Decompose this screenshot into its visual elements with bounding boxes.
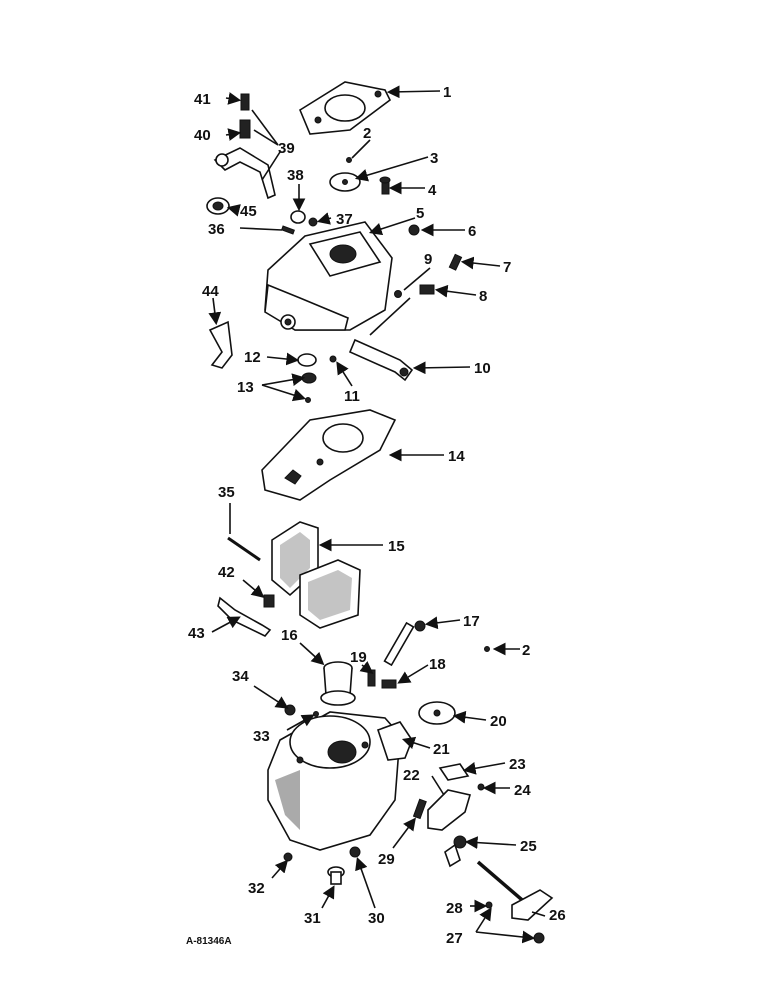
- callout-31: 31: [304, 910, 321, 927]
- callout-6: 6: [468, 223, 476, 240]
- callout-34: 34: [232, 668, 249, 685]
- callout-22: 22: [403, 767, 420, 784]
- part-24-screw: [477, 783, 485, 791]
- callout-15: 15: [388, 538, 405, 555]
- part-18-spring: [381, 679, 397, 689]
- callout-2: 2: [363, 125, 371, 142]
- leader-lines: [208, 85, 546, 944]
- part-35-shaft: [227, 536, 261, 562]
- callout-19: 19: [350, 649, 367, 666]
- part-21-float-bowl: [267, 711, 413, 851]
- part-29-spring: [412, 798, 427, 820]
- part-39-41-linkage: [213, 93, 276, 200]
- callout-27: 27: [446, 930, 463, 947]
- callout-1: 1: [443, 84, 451, 101]
- callout-12: 12: [244, 349, 261, 366]
- callout-8: 8: [479, 288, 487, 305]
- part-2-pin: [346, 157, 352, 163]
- callout-18: 18: [429, 656, 446, 673]
- callout-45: 45: [240, 203, 257, 220]
- callout-labels: 1 2 3 4 5 6 7 8 9 10 11 12 13 14 15 16 1…: [186, 84, 566, 947]
- part-10-needle: [348, 338, 414, 382]
- callout-4: 4: [428, 182, 437, 199]
- part-42-bushing: [263, 594, 275, 608]
- part-6-plug: [408, 224, 420, 236]
- part-12-gasket: [297, 353, 317, 367]
- callout-24: 24: [514, 782, 531, 799]
- part-20-disc: [418, 701, 456, 725]
- part-30-plug: [349, 846, 361, 858]
- part-16-venturi: [320, 661, 356, 706]
- part-38-bushing: [290, 210, 306, 224]
- callout-41: 41: [194, 91, 211, 108]
- callout-44: 44: [202, 283, 219, 300]
- callout-32: 32: [248, 880, 265, 897]
- part-31-drain: [327, 866, 345, 885]
- part-5-throttle-body: [264, 221, 393, 331]
- callout-26: 26: [549, 907, 566, 924]
- part-33-ball: [313, 711, 319, 717]
- callout-37: 37: [336, 211, 353, 228]
- part-2-pin-lower: [484, 646, 490, 652]
- part-15-float: [271, 521, 361, 629]
- callout-39: 39: [278, 140, 295, 157]
- callout-10: 10: [474, 360, 491, 377]
- part-4-screw: [379, 176, 391, 195]
- callout-40: 40: [194, 127, 211, 144]
- callout-16: 16: [281, 627, 298, 644]
- part-37-washer: [308, 217, 318, 227]
- part-17-fitting: [383, 620, 426, 667]
- part-44-bracket: [208, 320, 233, 369]
- part-32-plug: [283, 852, 293, 862]
- callout-28: 28: [446, 900, 463, 917]
- part-26-shaft: [476, 860, 554, 921]
- part-13-seat: [301, 372, 317, 384]
- part-23-lever: [438, 763, 470, 781]
- callout-21: 21: [433, 741, 450, 758]
- callout-33: 33: [253, 728, 270, 745]
- callout-7: 7: [503, 259, 511, 276]
- part-8-spring: [419, 284, 435, 295]
- part-45-spring: [206, 197, 230, 215]
- part-1-gasket: [299, 81, 392, 135]
- callout-20: 20: [490, 713, 507, 730]
- part-43-bracket: [217, 596, 272, 637]
- callout-3: 3: [430, 150, 438, 167]
- callout-23: 23: [509, 756, 526, 773]
- callout-42: 42: [218, 564, 235, 581]
- part-27-nut: [533, 932, 545, 944]
- callout-17: 17: [463, 613, 480, 630]
- callout-43: 43: [188, 625, 205, 642]
- part-34-plug: [284, 704, 296, 716]
- part-11-plug: [329, 355, 337, 363]
- callout-11: 11: [344, 388, 360, 405]
- part-25-clip: [444, 835, 467, 868]
- callout-30: 30: [368, 910, 385, 927]
- part-3-disc: [329, 172, 361, 192]
- part-28-pin: [485, 901, 493, 909]
- part-14-gasket: [261, 409, 397, 501]
- callout-2-lower: 2: [522, 642, 530, 659]
- part-36-pin: [281, 225, 295, 235]
- callout-29: 29: [378, 851, 395, 868]
- part-7-screw: [448, 253, 463, 271]
- reference-code: A-81346A: [186, 936, 232, 947]
- callout-25: 25: [520, 838, 537, 855]
- part-13-needle: [305, 397, 311, 403]
- callout-5: 5: [416, 205, 424, 222]
- callout-9: 9: [424, 251, 432, 268]
- callout-14: 14: [448, 448, 465, 465]
- part-19-valve: [367, 669, 376, 687]
- part-22-lever: [427, 789, 472, 831]
- callout-36: 36: [208, 221, 225, 238]
- callout-35: 35: [218, 484, 235, 501]
- callout-13: 13: [237, 379, 254, 396]
- part-9-ball: [394, 290, 402, 298]
- callout-38: 38: [287, 167, 304, 184]
